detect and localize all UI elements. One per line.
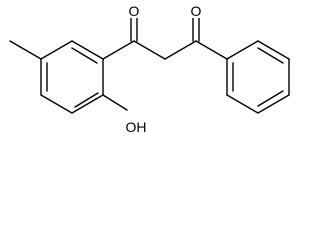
bond-ch2-to-carbonyl2	[164, 40, 197, 60]
bond-ring1-a	[71, 40, 104, 60]
bond-ring1-to-carbonyl1	[102, 40, 135, 60]
bond-ring2-double-2	[257, 90, 284, 107]
label-bg-hydroxyl	[120, 119, 150, 135]
bonds	[9, 14, 290, 114]
bond-carbonyl1-to-ch2	[133, 40, 166, 60]
bond-ring2-d	[257, 94, 290, 114]
oxygen-label-right: O	[191, 3, 202, 19]
bond-ring1-d	[40, 94, 73, 114]
bond-ring2-e	[226, 94, 259, 114]
bond-ring1-b	[40, 40, 73, 60]
bond-ring1-double-3	[74, 92, 99, 108]
chemical-structure: O O OH	[9, 3, 290, 135]
bond-ring2-a	[226, 40, 259, 60]
bond-ring2-double-1	[257, 47, 284, 64]
bond-hydroxyl	[102, 94, 128, 111]
label-bg-oxygen-right	[189, 3, 203, 18]
bond-carbonyl2-to-phenyl	[195, 40, 228, 60]
bond-ring1-double-1	[71, 47, 98, 64]
atom-labels: O O OH	[120, 3, 203, 135]
label-bg-oxygen-left	[127, 3, 141, 18]
bond-ring1-e	[71, 94, 104, 114]
bond-methyl	[9, 40, 42, 60]
oxygen-label-left: O	[129, 3, 140, 19]
bond-ring2-b	[257, 40, 290, 60]
hydroxyl-label: OH	[126, 119, 147, 135]
